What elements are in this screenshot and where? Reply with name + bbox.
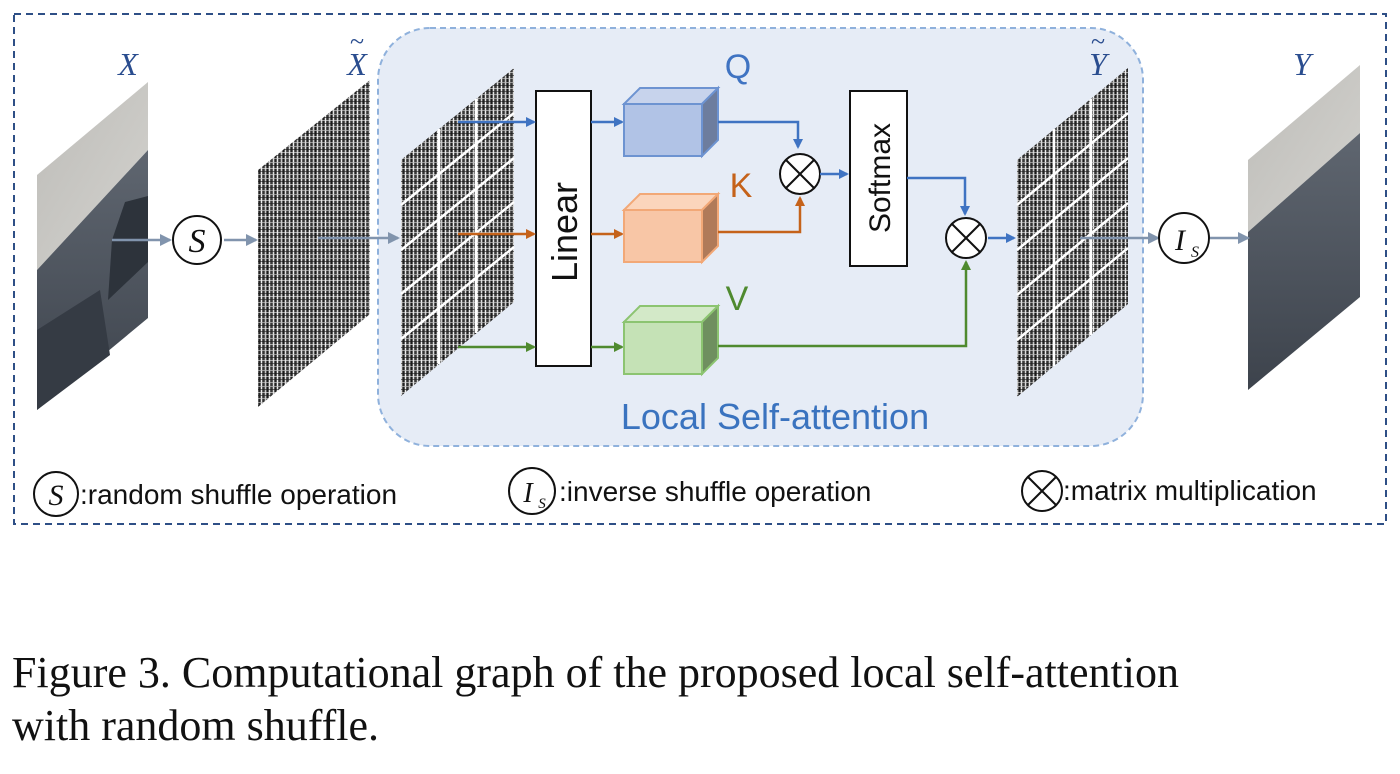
input-image-x <box>37 82 148 410</box>
svg-text:S: S <box>189 223 206 260</box>
outer-border <box>13 13 1387 525</box>
legend: S :random shuffle operation I S :inverse… <box>33 467 1317 517</box>
svg-text:Softmax: Softmax <box>864 123 897 233</box>
legend-matmul-text: :matrix multiplication <box>1063 475 1317 506</box>
legend-inverse-symbol: I <box>522 478 534 509</box>
figure-caption: Figure 3. Computational graph of the pro… <box>12 646 1392 752</box>
q-label: Q <box>725 48 751 86</box>
k-label: K <box>730 167 753 205</box>
svg-text:Linear: Linear <box>544 182 585 282</box>
feature-map-input <box>400 68 515 396</box>
legend-shuffle-text: :random shuffle operation <box>80 479 397 510</box>
linear-block: Linear <box>535 90 592 367</box>
query-cube <box>621 85 721 159</box>
local-self-attention-label: Local Self-attention <box>621 396 929 437</box>
softmax-block: Softmax <box>849 90 908 267</box>
legend-inverse-subscript: S <box>538 496 546 512</box>
shuffled-feature-x-tilde <box>258 80 370 407</box>
arrow-q-to-matmul <box>718 120 803 149</box>
arrow-softmax-to-matmul <box>907 176 970 216</box>
matmul-operator-attn-v <box>945 217 987 259</box>
matmul-operator-qk <box>779 153 821 195</box>
inverse-shuffle-operator: I S <box>1158 212 1210 264</box>
shuffle-operator: S <box>172 215 222 265</box>
arrow-v-to-matmul <box>718 260 971 348</box>
legend-matmul-icon <box>1021 470 1063 512</box>
feature-map-y-tilde <box>1016 68 1129 397</box>
label-y-tilde: Y <box>1089 46 1110 82</box>
label-x-tilde: X <box>345 46 368 82</box>
caption-line-2: with random shuffle. <box>12 701 380 750</box>
label-y: Y <box>1293 46 1314 82</box>
caption-line-1: Figure 3. Computational graph of the pro… <box>12 648 1179 697</box>
value-cube <box>621 303 721 377</box>
v-label: V <box>726 280 749 318</box>
legend-shuffle-symbol: S <box>49 479 64 512</box>
output-image-y <box>1248 65 1360 390</box>
key-cube <box>621 191 721 265</box>
legend-shuffle-icon <box>33 471 79 517</box>
label-x: X <box>116 46 139 82</box>
tilde-mark-x: ~ <box>350 27 364 56</box>
svg-text:S: S <box>1191 244 1199 261</box>
arrow-k-to-matmul <box>718 196 805 234</box>
svg-text:I: I <box>1174 224 1187 257</box>
tilde-mark-y: ~ <box>1091 27 1105 56</box>
legend-inverse-text: :inverse shuffle operation <box>559 476 871 507</box>
legend-inverse-icon <box>508 467 556 515</box>
computational-graph-diagram: X X ~ Y ~ Y S I S Linear Q <box>13 13 1387 525</box>
